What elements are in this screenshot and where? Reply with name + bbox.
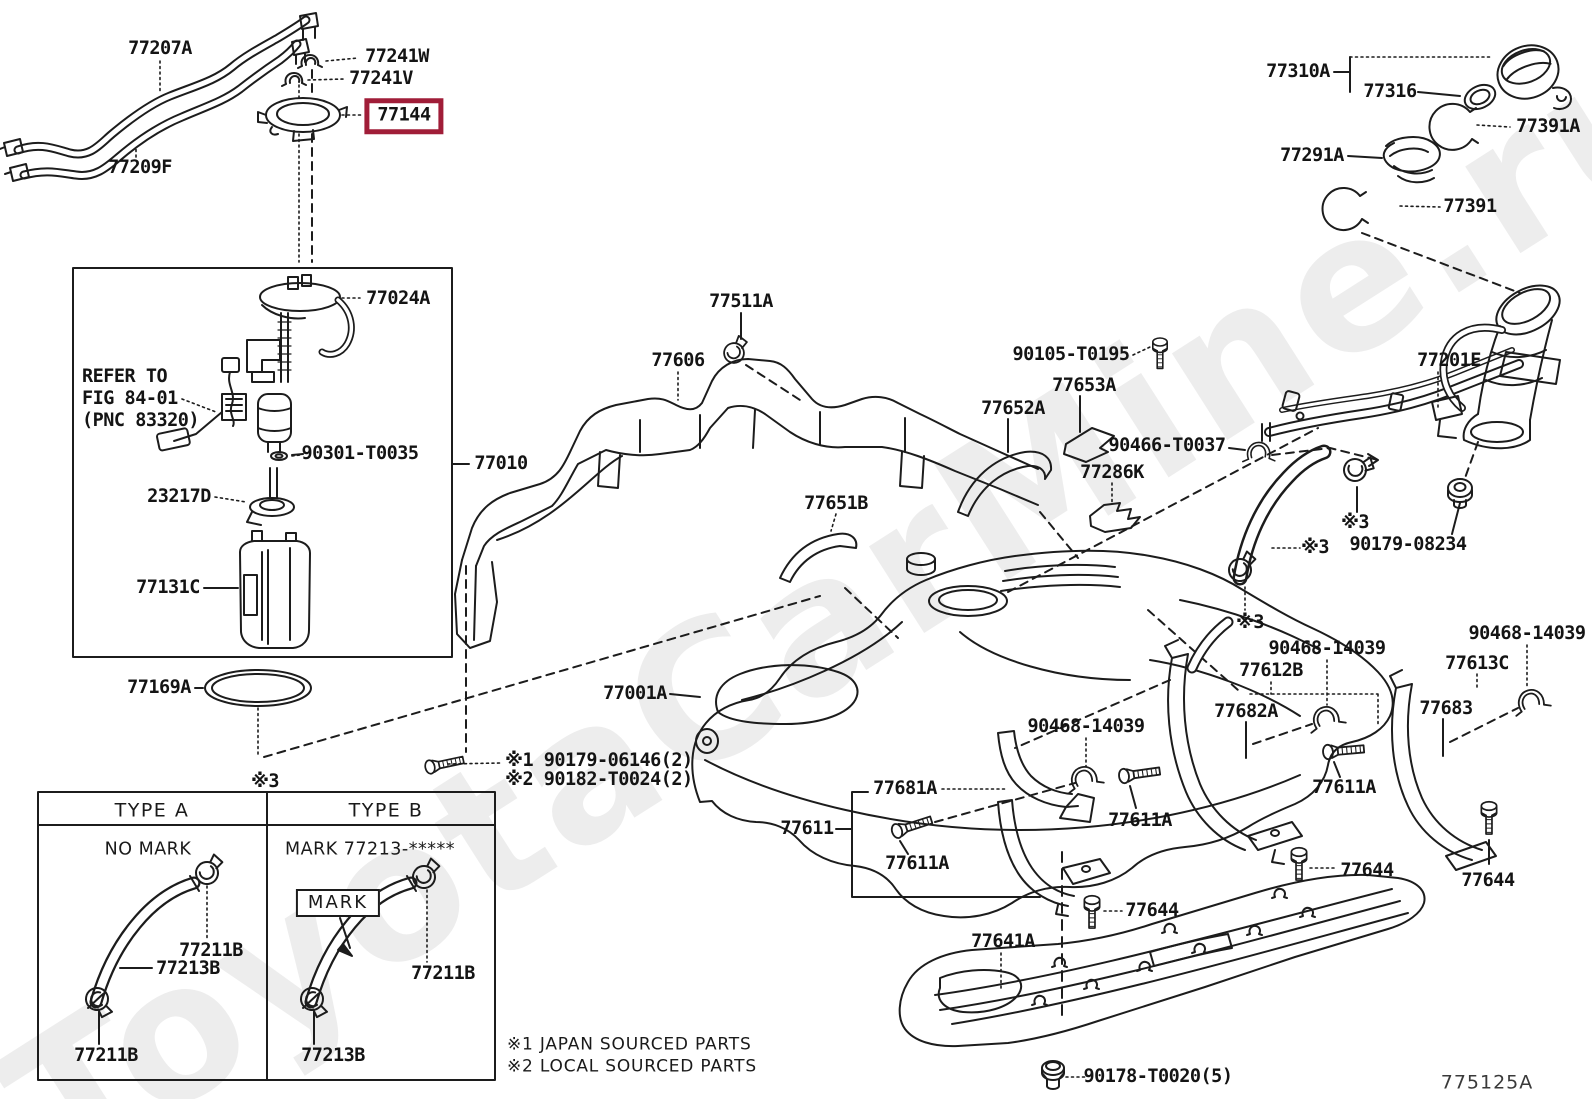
refer-note-line2: FIG 84-01 <box>82 387 178 409</box>
part-label-77683: 77683 <box>1419 697 1473 719</box>
fuel-cap-parts-drawing <box>1321 44 1572 294</box>
part-label-77310A: 77310A <box>1266 60 1330 82</box>
type-b-header: TYPE B <box>348 799 424 822</box>
fuel-pump-module-drawing <box>72 267 470 658</box>
part-label-77681A: 77681A <box>873 777 937 799</box>
part-label-77169A: 77169A <box>127 676 191 698</box>
part-label-77316: 77316 <box>1363 80 1417 102</box>
part-label-77613C: 77613C <box>1445 652 1509 674</box>
part-label-90468-14039-1: 90468-14039 <box>1027 715 1145 737</box>
type-a-header: TYPE A <box>114 799 190 822</box>
ref-mark-3c: ※3 <box>1300 536 1330 558</box>
part-label-77201E: 77201E <box>1417 349 1481 371</box>
tank-straps-drawing <box>835 639 1552 929</box>
fuel-tank-drawing <box>669 427 1394 919</box>
part-label-77606: 77606 <box>651 349 705 371</box>
type-comparison-table-drawing <box>37 791 496 1081</box>
part-label-77286K: 77286K <box>1080 461 1144 483</box>
part-label-77144: 77144 <box>364 98 444 134</box>
part-label-77644-3: 77644 <box>1461 869 1515 891</box>
part-label-77001A: 77001A <box>603 682 667 704</box>
protector-shield-drawing <box>454 312 1039 649</box>
part-label-77391A: 77391A <box>1516 115 1580 137</box>
part-label-90105-T0195: 90105-T0195 <box>1012 343 1130 365</box>
ref-mark-3a: ※3 <box>250 770 280 792</box>
part-label-90466-T0037: 90466-T0037 <box>1108 434 1226 456</box>
tank-gasket-drawing <box>194 565 821 776</box>
part-label-77024A: 77024A <box>366 287 430 309</box>
skid-plate-drawing <box>898 851 1426 1090</box>
part-label-77682A: 77682A <box>1214 700 1278 722</box>
part-label-77213B-b: 77213B <box>301 1044 365 1066</box>
refer-note-line1: REFER TO <box>82 365 168 387</box>
part-label-77611A-1: 77611A <box>885 852 949 874</box>
part-label-77241V: 77241V <box>349 67 413 89</box>
part-label-77131C: 77131C <box>136 576 200 598</box>
figure-code: 775125A <box>1440 1071 1534 1094</box>
part-label-77213B-a: 77213B <box>156 957 220 979</box>
part-label-77611A-3: 77611A <box>1312 776 1376 798</box>
part-label-90468-14039-2: 90468-14039 <box>1268 637 1386 659</box>
part-label-77612B: 77612B <box>1239 659 1303 681</box>
part-label-77653A: 77653A <box>1052 374 1116 396</box>
part-label-77644-1: 77644 <box>1125 899 1179 921</box>
part-label-77644-2: 77644 <box>1340 859 1394 881</box>
type-a-mark-note: NO MARK <box>104 839 192 860</box>
ref-mark-3b: ※3 <box>1340 511 1370 533</box>
part-label-77211B-b: 77211B <box>411 962 475 984</box>
refer-note-line3: (PNC 83320) <box>82 409 200 431</box>
part-label-77651B: 77651B <box>804 492 868 514</box>
part-label-90301-T0035: 90301-T0035 <box>301 442 419 464</box>
footnote-local: ※2 LOCAL SOURCED PARTS <box>507 1056 757 1077</box>
part-label-77211B-a1: 77211B <box>179 939 243 961</box>
part-label-23217D: 23217D <box>147 485 211 507</box>
part-label-77010: 77010 <box>474 452 528 474</box>
part-label-77391: 77391 <box>1443 195 1497 217</box>
footnote-bolt-2: ※2 90182-T0024(2) <box>505 768 693 790</box>
footnote-bolt-1: ※1 90179-06146(2) <box>505 749 693 771</box>
part-label-90178-T0020: 90178-T0020(5) <box>1083 1065 1233 1087</box>
part-label-90179-08234: 90179-08234 <box>1349 533 1467 555</box>
part-label-77611A-2: 77611A <box>1108 809 1172 831</box>
footnote-japan: ※1 JAPAN SOURCED PARTS <box>507 1034 752 1055</box>
fuel-tube-drawing <box>0 12 363 263</box>
part-label-90468-14039-3: 90468-14039 <box>1468 622 1586 644</box>
part-label-77511A: 77511A <box>709 290 773 312</box>
filler-pipe-drawing <box>1063 284 1561 674</box>
part-label-77209F: 77209F <box>108 156 172 178</box>
part-label-77652A: 77652A <box>981 397 1045 419</box>
part-label-77207A: 77207A <box>128 37 192 59</box>
part-label-77611: 77611 <box>780 817 834 839</box>
mark-callout: MARK <box>295 889 381 917</box>
part-label-77641A: 77641A <box>971 930 1035 952</box>
type-b-mark-note: MARK 77213-***** <box>284 839 456 860</box>
ref-mark-3d: ※3 <box>1235 611 1265 633</box>
part-label-77291A: 77291A <box>1280 144 1344 166</box>
part-label-77211B-a2: 77211B <box>74 1044 138 1066</box>
part-label-77241W: 77241W <box>365 45 429 67</box>
